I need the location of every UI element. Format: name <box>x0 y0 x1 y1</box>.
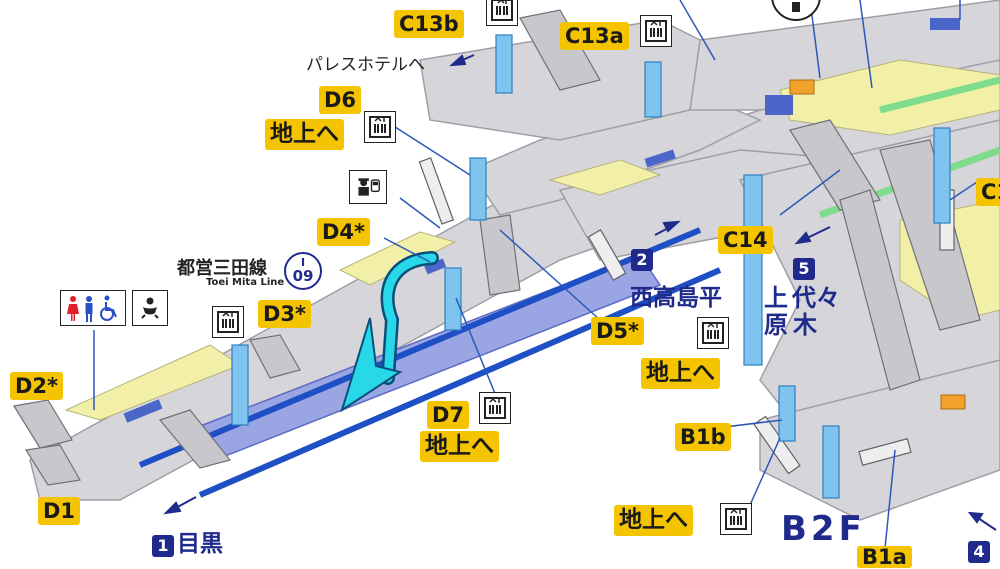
uehara-label: 上原 <box>764 284 788 339</box>
mita-line-symbol: I 09 <box>284 252 322 290</box>
direction-arrows <box>163 54 997 531</box>
exit-d1: D1 <box>38 497 81 525</box>
exit-b1b: B1b <box>675 423 731 451</box>
mita-line-name: 都営三田線 <box>177 258 267 279</box>
elevator-icon <box>212 306 244 338</box>
mita-line-name-en: Toei Mita Line <box>206 277 285 288</box>
exit-number-4: 4 <box>968 541 990 563</box>
toilet-icon <box>60 290 126 326</box>
elevator-icon <box>364 111 396 143</box>
meguro-label: 目黒 <box>177 531 223 557</box>
exit-c14: C14 <box>718 226 773 254</box>
elevator-icon <box>640 15 672 47</box>
elevator-icon <box>697 317 729 349</box>
nishitakashimadaira-label: 西高島平 <box>630 285 722 311</box>
exit-c13b: C13b <box>394 10 464 38</box>
exit-c13a: C13a <box>560 22 629 50</box>
exit-number-2: 2 <box>631 249 653 271</box>
exit-d7: D7 <box>427 401 470 429</box>
direction-nishitakashimadaira: 2 <box>631 246 656 271</box>
ticket-machines <box>789 79 966 410</box>
exit-d6: D6 <box>319 86 362 114</box>
elevator-icon <box>486 0 518 26</box>
exit-c1: C1 <box>976 178 1000 206</box>
mita-line-letter: I <box>300 256 306 269</box>
exit-d3: D3* <box>258 300 312 328</box>
to-ground-d7: 地上へ <box>420 431 499 462</box>
to-ground-b1: 地上へ <box>614 505 693 536</box>
baby-icon <box>132 290 168 326</box>
exit-d2: D2* <box>10 372 64 400</box>
transfer-arrow <box>340 251 439 413</box>
yoyogi-label: 代々木 <box>792 284 840 339</box>
exit-number-1: 1 <box>152 535 174 557</box>
exit-d4: D4* <box>317 218 371 246</box>
direction-yoyogi-uehara: 5 <box>793 255 818 280</box>
to-ground-d5: 地上へ <box>641 358 720 389</box>
mita-line-code: 09 <box>292 267 314 285</box>
stairs <box>13 9 981 486</box>
elevator-icon <box>720 503 752 535</box>
station-staff-icon <box>349 170 387 204</box>
information-icon <box>771 0 821 21</box>
pillars <box>231 34 951 499</box>
direction-exit-4: 4 <box>968 538 993 563</box>
exit-d5: D5* <box>591 317 645 345</box>
palace-hotel-label: パレスホテルへ <box>306 55 425 75</box>
elevator-icon <box>479 392 511 424</box>
exit-b1a: B1a <box>857 546 912 568</box>
ticket-gates <box>123 18 960 423</box>
exit-number-5: 5 <box>793 258 815 280</box>
to-ground-d6: 地上へ <box>265 119 344 150</box>
leader-lines <box>93 0 981 549</box>
floor-label: B2F <box>781 509 866 549</box>
